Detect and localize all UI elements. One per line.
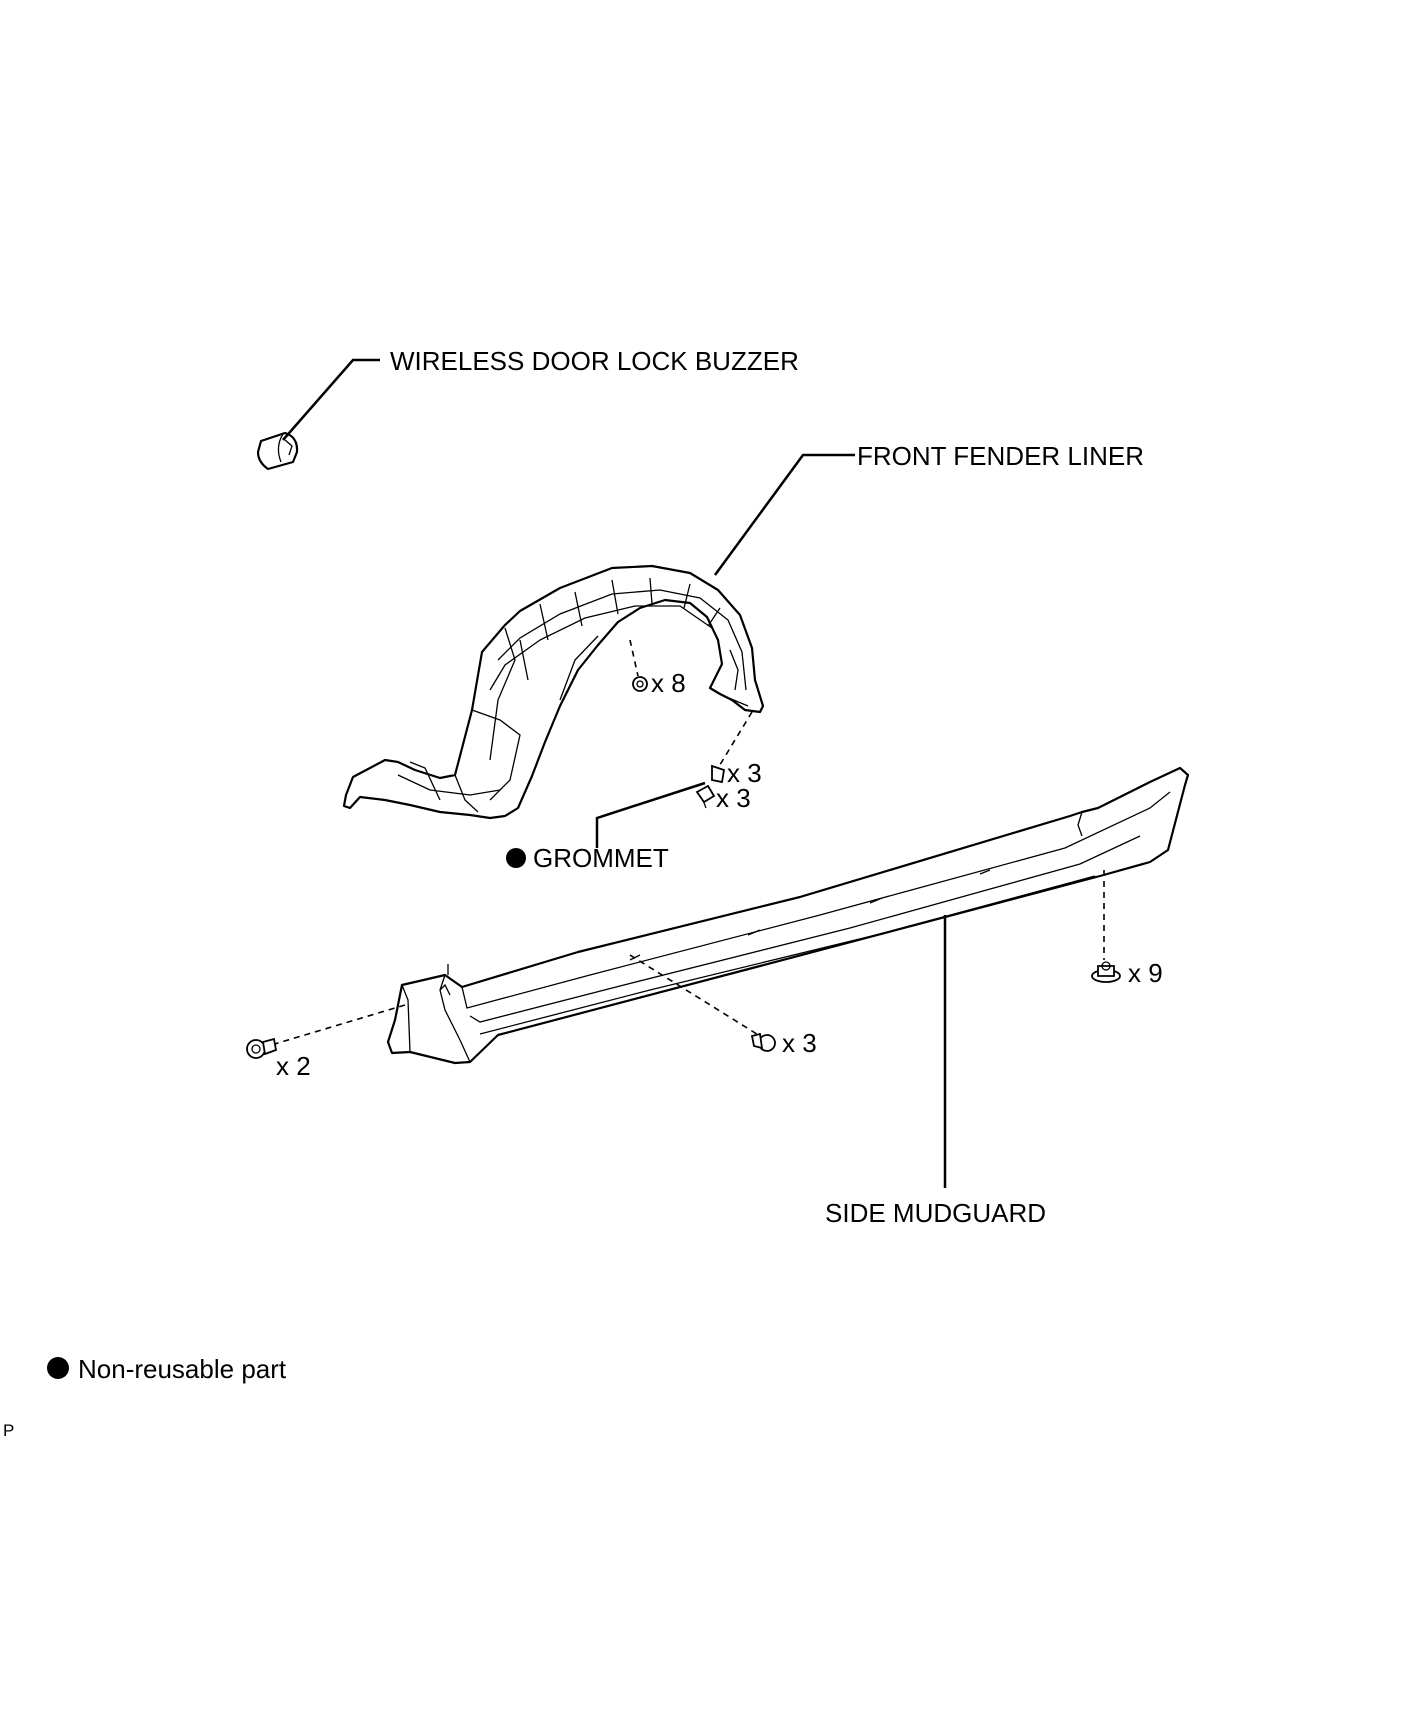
liner-clip-top <box>632 676 648 692</box>
mudguard-nut-right-qty: x 9 <box>1128 958 1163 988</box>
buzzer-leader-line <box>282 358 380 441</box>
mudguard-nut-right <box>1091 961 1121 983</box>
fender-liner-leader-line <box>713 453 855 576</box>
side-mudguard-label: SIDE MUDGUARD <box>825 1198 1046 1228</box>
liner-screw-b-qty: x 3 <box>716 783 751 813</box>
wireless-door-lock-buzzer <box>256 431 299 471</box>
front-fender-liner <box>342 564 765 820</box>
liner-clip-a <box>711 764 726 784</box>
buzzer-label: WIRELESS DOOR LOCK BUZZER <box>390 346 799 376</box>
mudguard-bolt-left-qty: x 2 <box>276 1051 311 1081</box>
liner-clip-top-qty: x 8 <box>651 668 686 698</box>
legend-non-reusable-label: Non-reusable part <box>78 1354 287 1384</box>
mudguard-mid-dash <box>629 954 761 1037</box>
grommet-non-reusable-marker <box>506 848 526 868</box>
mudguard-clip-mid-qty: x 3 <box>782 1028 817 1058</box>
mudguard-clip-mid <box>750 1032 776 1052</box>
liner-clip-dash <box>629 639 639 677</box>
figure-code: P <box>3 1421 14 1440</box>
liner-clip-a-qty: x 3 <box>727 758 762 788</box>
legend-non-reusable-marker <box>47 1357 69 1379</box>
mudguard-bolt-left <box>246 1037 278 1059</box>
grommet-label: GROMMET <box>533 843 669 873</box>
mudguard-left-dash <box>267 1004 406 1047</box>
fender-liner-label: FRONT FENDER LINER <box>857 441 1144 471</box>
grommet-leader-line <box>595 781 706 848</box>
liner-screw-b <box>695 784 716 809</box>
